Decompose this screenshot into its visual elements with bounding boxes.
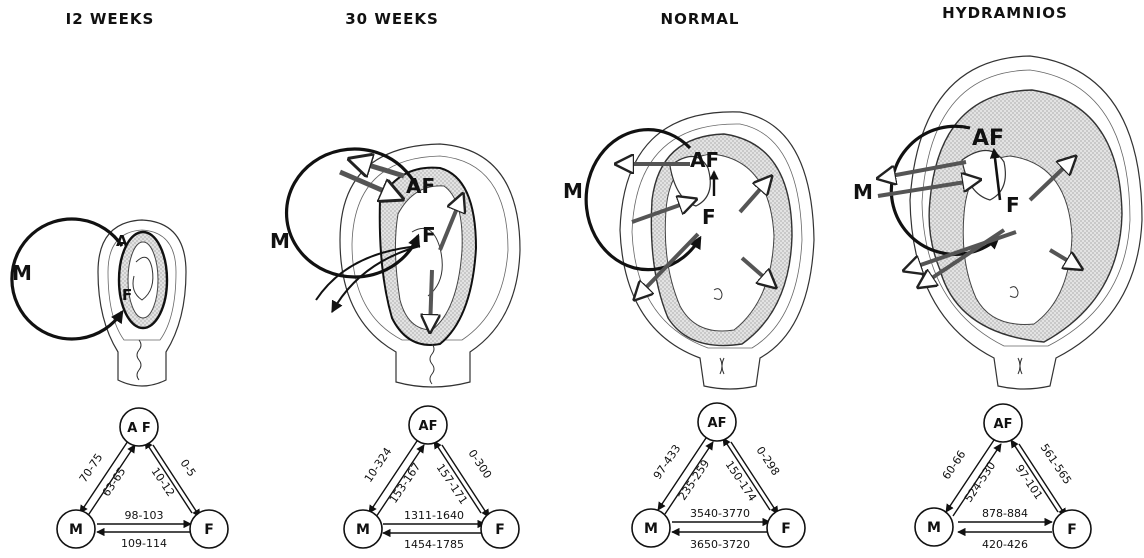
sketch-label-m: M [853, 180, 873, 204]
rate-label-f-to-m: 420-426 [982, 538, 1028, 551]
sketch-label-f: F [702, 205, 716, 229]
sketch-label-f: F [1006, 193, 1020, 217]
rate-label-m-to-f: 878-884 [982, 507, 1028, 520]
rate-label-af-to-m: 63-65 [100, 465, 129, 499]
node-af-label: AF [994, 417, 1013, 432]
node-m-label: M [927, 520, 941, 536]
sketch-label-af: AF [406, 174, 435, 198]
sketch-label-m: M [563, 179, 583, 203]
node-f-label: F [495, 522, 505, 538]
rate-label-m-to-af: 97-433 [651, 442, 684, 482]
uterus-sketch-hydramnios [910, 56, 1142, 389]
rate-label-f-to-m: 1454-1785 [404, 538, 464, 551]
node-f-label: F [204, 522, 214, 538]
node-af-label: AF [419, 419, 438, 434]
rate-label-m-to-af: 70-75 [77, 451, 106, 485]
rate-label-af-to-f: 0-298 [754, 444, 783, 478]
rate-label-af-to-f: 0-300 [466, 447, 495, 481]
node-m-label: M [69, 522, 83, 538]
rate-label-m-to-af: 60-66 [940, 448, 969, 482]
sketch-label-m: M [12, 261, 32, 285]
rate-label-f-to-m: 3650-3720 [690, 538, 750, 551]
rate-label-af-to-f: 0-5 [177, 457, 198, 479]
node-m-label: M [356, 522, 370, 538]
sketch-label-m: M [270, 229, 290, 253]
node-m-label: M [644, 521, 658, 537]
exchange-triangle-30-weeks: AF M F 10-324 153-167 0-300 157-171 1311… [344, 406, 519, 551]
sketch-label-f: F [122, 286, 132, 304]
rate-label-m-to-f: 3540-3770 [690, 507, 750, 520]
exchange-triangle-12-weeks: A F M F 70-75 63-65 0-5 10-12 98-103 109… [57, 408, 228, 550]
uterus-sketch-12-weeks [98, 220, 186, 386]
rate-label-af-to-m: 153-167 [387, 460, 423, 505]
node-af-label: A F [127, 421, 150, 436]
sketch-label-af: A [116, 232, 128, 250]
rate-label-af-to-m: 235-259 [676, 457, 712, 502]
rate-label-af-to-m: 524-530 [962, 459, 998, 504]
exchange-triangle-hydramnios: AF M F 60-66 524-530 561-565 97-101 878-… [915, 404, 1091, 551]
node-f-label: F [1067, 522, 1077, 538]
rate-label-f-to-m: 109-114 [121, 537, 167, 550]
sketch-label-af: AF [690, 148, 719, 172]
circulation-arc-12-weeks: M A F [12, 219, 132, 339]
rate-label-f-to-af: 10-12 [149, 465, 178, 499]
rate-label-m-to-af: 10-324 [362, 445, 395, 485]
sketch-label-f: F [422, 223, 436, 247]
sketch-label-af: AF [972, 126, 1004, 151]
node-f-label: F [781, 521, 791, 537]
exchange-triangle-normal: AF M F 97-433 235-259 0-298 150-174 3540… [632, 403, 805, 551]
rate-label-m-to-f: 1311-1640 [404, 509, 464, 522]
rate-label-m-to-f: 98-103 [125, 509, 164, 522]
node-af-label: AF [708, 416, 727, 431]
